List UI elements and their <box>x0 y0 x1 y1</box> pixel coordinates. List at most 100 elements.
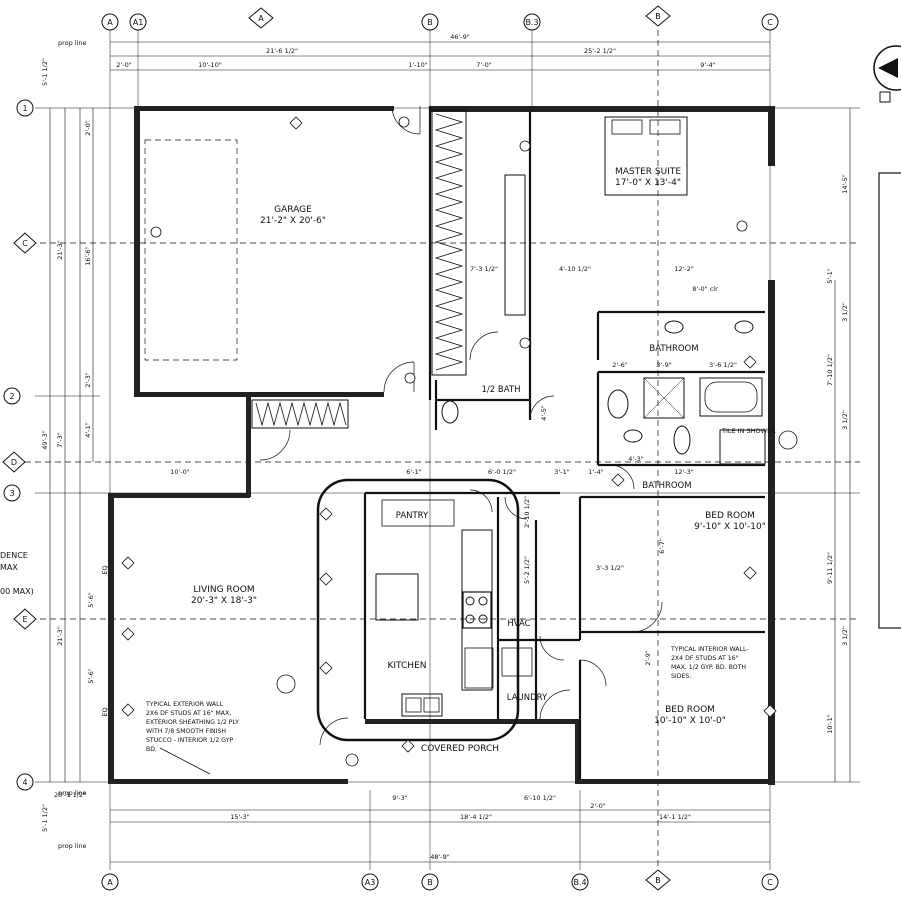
dimension: 3'-6 1/2" <box>709 361 737 369</box>
dimension: EQ <box>101 707 109 716</box>
grid-label: B <box>427 878 433 887</box>
grid-diamond-left-e <box>13 608 37 630</box>
note-line: TYPICAL INTERIOR WALL- <box>670 646 749 653</box>
sink-icon <box>623 320 754 443</box>
grid-bubble-bottom-c <box>761 873 779 891</box>
dimension: 4'-5" <box>540 405 548 420</box>
grid-bubble-top-b <box>421 13 439 31</box>
grid-bubble-bottom-b4 <box>571 873 589 891</box>
dimension: 3 1/2" <box>841 302 849 322</box>
note-line: TYPICAL EXTERIOR WALL <box>145 701 224 708</box>
dimension: 46'-9" <box>450 33 470 41</box>
note-line: EXTERIOR SHEATHING 1/2 PLY <box>146 719 239 726</box>
grid-diamond-top <box>248 7 274 29</box>
note-line: SIDES. <box>671 673 691 680</box>
dimension: 2'-0" <box>84 120 92 135</box>
dimension: 6'-10 1/2" <box>524 794 556 802</box>
note-line: 00 MAX) <box>0 587 34 596</box>
north-arrow-icon <box>873 45 901 103</box>
dimension: 48'-9" <box>430 853 450 861</box>
prop-line-label: prop line <box>58 842 87 850</box>
dimensions-right: 14'-5" 5'-1" 3 1/2" 7'-10 1/2" 3 1/2" 9'… <box>826 174 849 734</box>
dryer-icon <box>464 647 494 689</box>
dimension: 3 1/2" <box>841 626 849 646</box>
hvac-label: HVAC <box>507 619 530 629</box>
dimension: 2'-10 1/2" <box>523 496 531 528</box>
grid-label: A <box>107 878 113 887</box>
dimension: 3'-3 1/2" <box>596 564 624 572</box>
master-bath-label: BATHROOM <box>649 344 698 354</box>
grid-label: B.3 <box>525 18 538 27</box>
bed-icon <box>604 116 688 196</box>
dimension: 3 1/2" <box>841 410 849 430</box>
grid-label: A <box>258 14 264 23</box>
dimension: 21'-3" <box>56 626 64 646</box>
note-line: BD. <box>146 746 157 753</box>
side-partial-note: DENCE MAX 00 MAX) <box>0 551 34 596</box>
dimension: 3'-1" <box>554 468 569 476</box>
dimension: 5'-2 1/2" <box>523 556 531 584</box>
grid-diamond-left-c <box>13 232 37 254</box>
exterior-wall-note: TYPICAL EXTERIOR WALL 2X6 DF STUDS AT 16… <box>145 701 239 753</box>
bed2-name: BED ROOM <box>665 705 715 715</box>
washer-icon <box>501 647 533 677</box>
grid-label: C <box>22 239 28 248</box>
interior-wall-note: TYPICAL INTERIOR WALL- 2X4 DF STUDS AT 1… <box>670 646 749 680</box>
dimension: 2'-0" <box>590 802 605 810</box>
living-name: LIVING ROOM <box>193 585 254 595</box>
bathtub-icon <box>699 377 763 417</box>
dimension: 21'-6 1/2" <box>266 47 298 55</box>
grid-bubble-bottom-a <box>101 873 119 891</box>
dimension: 10'-0" <box>170 468 190 476</box>
dimension: 5'-1 1/2" <box>41 58 49 86</box>
dimension: 6'-1" <box>406 468 421 476</box>
dimension: 1'-4" <box>588 468 603 476</box>
grid-bubbles-bottom: A A3 B B.4 B C <box>101 869 779 891</box>
master-size: 17'-0" X 13'-4" <box>615 178 681 188</box>
note-line: MAX <box>0 563 18 572</box>
cooktop-icon <box>462 591 492 629</box>
dimensions-interior: 4'-10 1/2" 7'-3 1/2" 12'-2" 8'-0" clr 3'… <box>87 265 737 717</box>
grid-bubble-top-a1 <box>129 13 147 31</box>
grid-bubbles-top: A A1 A B B.3 B C <box>101 5 779 31</box>
dimension: 20'-1 1/2" <box>54 791 86 799</box>
grid-label: A1 <box>133 18 144 27</box>
grid-diamond-bottom <box>645 869 671 891</box>
grid-bubble-left-3 <box>3 484 21 502</box>
kitchen-sink-icon <box>401 693 443 717</box>
dimension: 4'-10 1/2" <box>559 265 591 273</box>
grid-bubble-bottom-a3 <box>361 873 379 891</box>
bed2-size: 10'-10" X 10'-0" <box>654 716 726 726</box>
dimension: 5'-6" <box>87 592 95 607</box>
dimension: 6'-7" <box>658 538 666 553</box>
prop-line-label: prop line <box>58 39 87 47</box>
dimension: 2'-3" <box>84 372 92 387</box>
dimension: 7'-0" <box>476 61 491 69</box>
dimension: 7'-10 1/2" <box>826 354 834 386</box>
dimension: 5'-6" <box>87 668 95 683</box>
note-line: 2X4 DF STUDS AT 16" <box>671 655 739 662</box>
grid-label: C <box>767 18 773 27</box>
porch-label: COVERED PORCH <box>421 744 499 754</box>
hall-bath-label: BATHROOM <box>642 481 691 491</box>
dimension: 21'-3" <box>56 240 64 260</box>
tile-shower-label: TILE IN SHOWER <box>721 427 776 435</box>
adjacent-structure <box>878 172 901 629</box>
garage-parking-outline <box>144 139 238 361</box>
grid-diamond-top <box>645 5 671 27</box>
dimension: 7'-3" <box>56 432 64 447</box>
kitchen-island <box>375 573 419 621</box>
dimension: 5'-1 1/2" <box>41 804 49 832</box>
grid-label: E <box>22 615 27 624</box>
dimension: 7'-3 1/2" <box>470 265 498 273</box>
dimensions-left: 2'-0" 16'-6" 2'-3" 4'-1" 21'-3" 7'-3" 21… <box>41 58 92 832</box>
dimension: EQ <box>101 565 109 574</box>
grid-label: B <box>655 12 661 21</box>
grid-label: A <box>107 18 113 27</box>
grid-label: B <box>655 876 661 885</box>
garage-name: GARAGE <box>274 205 312 215</box>
dimension: 12'-3" <box>674 468 694 476</box>
dimension: 14'-5" <box>841 174 849 194</box>
master-name: MASTER SUITE <box>615 167 681 177</box>
